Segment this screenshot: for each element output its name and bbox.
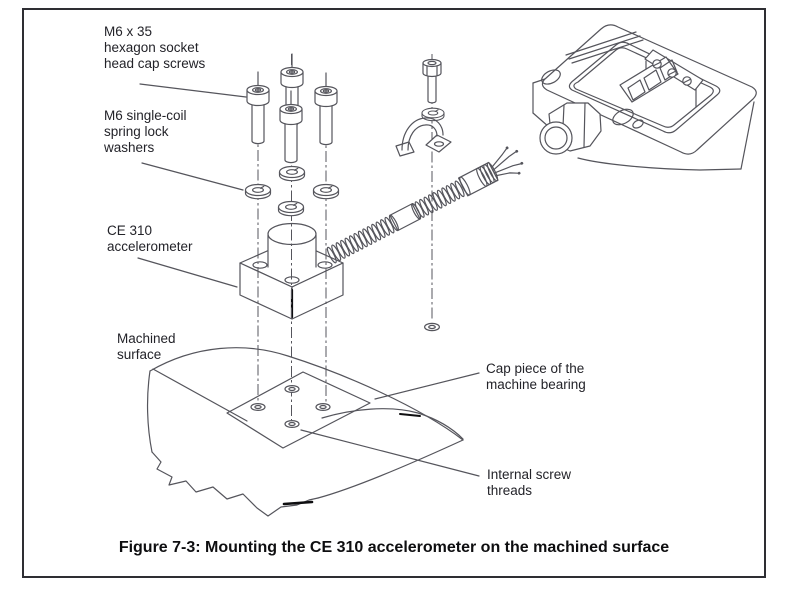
leader-line-cap-screws [139, 83, 247, 98]
label-screw-threads: Internal screw threads [487, 467, 571, 499]
label-line: machine bearing [486, 377, 586, 392]
label-line: M6 single-coil [104, 108, 187, 123]
terminal-screw [682, 76, 692, 86]
label-cap-screws: M6 x 35 hexagon socket head cap screws [104, 24, 205, 72]
clamp-hole [424, 322, 440, 332]
housing-drawing [532, 24, 757, 171]
terminal-screw [652, 59, 662, 69]
label-line: M6 x 35 [104, 24, 153, 39]
label-line: hexagon socket [104, 40, 199, 55]
cable-clamp [395, 117, 452, 157]
surface-hole [250, 403, 266, 411]
leader-line-screw-threads [300, 429, 480, 477]
spring-washer [277, 200, 305, 217]
leader-line-machined-surface [152, 368, 248, 422]
label-line: accelerometer [107, 239, 193, 254]
label-line: threads [487, 483, 533, 498]
cable-gland [539, 102, 602, 155]
label-line: washers [104, 140, 155, 155]
label-line: surface [117, 347, 162, 362]
terminal-screw [667, 68, 677, 78]
label-line: spring lock [104, 124, 169, 139]
hex-bolt [422, 58, 442, 104]
label-accelerometer: CE 310 accelerometer [107, 223, 193, 255]
clamp-assembly [395, 58, 452, 332]
surface-hole [315, 403, 331, 411]
label-cap-piece: Cap piece of the machine bearing [486, 361, 586, 393]
figure-frame [22, 8, 766, 578]
surface-hole [284, 385, 300, 393]
spring-washer [278, 165, 306, 182]
cap-screw [279, 90, 303, 164]
surface-holes [250, 385, 331, 428]
leader-lines [137, 83, 480, 477]
conduit-cable [325, 146, 524, 265]
leader-line-accelerometer [137, 257, 238, 288]
label-line: Cap piece of the [486, 361, 585, 376]
accelerometer-base [239, 239, 344, 320]
spring-washer [312, 183, 340, 200]
label-lock-washers: M6 single-coil spring lock washers [104, 108, 187, 156]
leader-line-lock-washers [141, 162, 244, 191]
label-line: CE 310 [107, 223, 153, 238]
label-line: Machined [117, 331, 176, 346]
cap-screws [246, 53, 338, 164]
leader-line-cap-piece [374, 372, 480, 400]
label-line: head cap screws [104, 56, 206, 71]
terminal-block [619, 49, 704, 108]
label-machined-surface: Machined surface [117, 331, 176, 363]
bearing-cap-drawing [146, 347, 464, 517]
cap-screw [246, 71, 270, 145]
cap-screw [314, 72, 338, 146]
label-line: Internal screw [487, 467, 572, 482]
surface-hole [284, 420, 300, 428]
spring-washer [244, 183, 272, 200]
cable-wires [490, 146, 524, 177]
machined-surface-area [226, 371, 371, 449]
figure-caption: Figure 7-3: Mounting the CE 310 accelero… [118, 539, 670, 556]
